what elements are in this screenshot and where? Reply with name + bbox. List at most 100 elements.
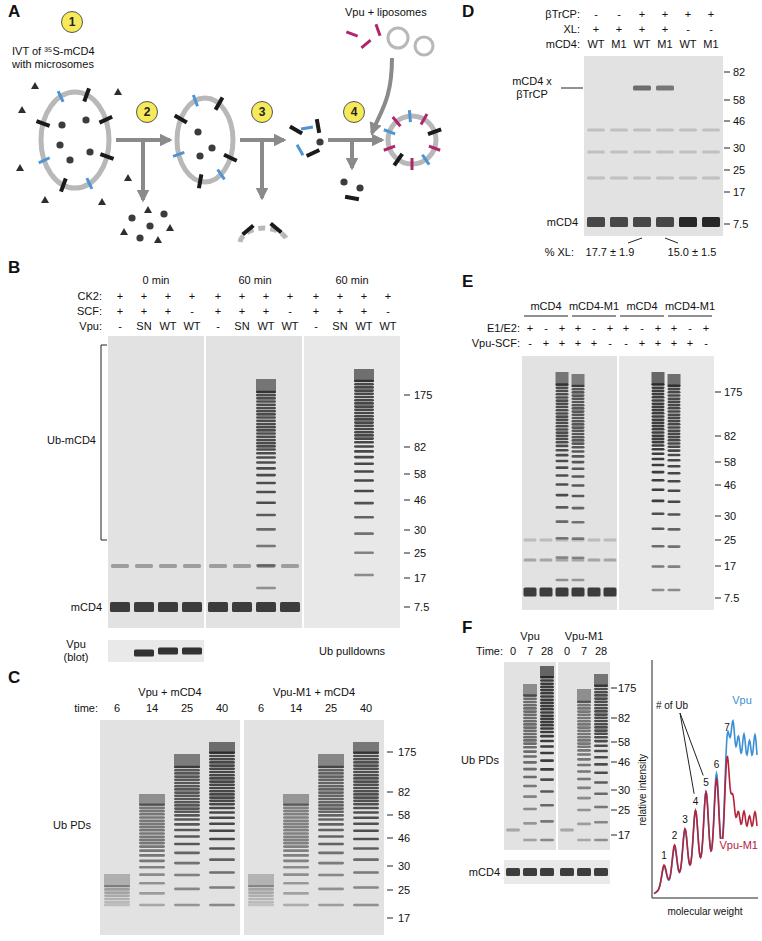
gel-band xyxy=(353,796,379,799)
gel-band xyxy=(174,779,200,782)
mw-marker: 30 xyxy=(618,784,630,797)
gel-band xyxy=(256,474,276,477)
group-header: mCD4 xyxy=(626,300,657,313)
row-label: SCF: xyxy=(77,305,102,318)
condition-value: 25 xyxy=(325,702,337,715)
gel-band xyxy=(572,442,585,445)
gel-band xyxy=(572,426,585,429)
gel-band xyxy=(523,795,537,798)
gel-band xyxy=(256,501,276,504)
gel-band xyxy=(209,783,235,786)
gel-smear xyxy=(556,372,569,385)
gel-band xyxy=(139,813,165,816)
gel-band xyxy=(283,854,309,857)
marker-tick xyxy=(387,792,393,793)
gel-band xyxy=(594,697,608,700)
condition-value: M1 xyxy=(657,38,672,51)
panel-note: Ub pulldowns xyxy=(319,645,385,658)
mw-marker: 30 xyxy=(733,142,745,155)
condition-value: WT xyxy=(587,38,604,51)
marker-tick xyxy=(715,598,721,599)
condition-value: WT xyxy=(281,320,298,333)
condition-value: + xyxy=(591,337,597,350)
mcd4-protein xyxy=(383,128,395,135)
mw-marker: 30 xyxy=(398,860,410,873)
gel-band xyxy=(134,650,154,657)
gel-band xyxy=(318,823,344,826)
mcd4-protein xyxy=(296,144,305,156)
gel-band xyxy=(652,412,665,415)
condition-value: + xyxy=(263,305,269,318)
gel-band xyxy=(679,129,697,132)
gel-band xyxy=(256,452,276,455)
gel-band xyxy=(354,409,374,412)
marker-tick xyxy=(611,790,617,791)
mw-marker: 30 xyxy=(414,524,426,537)
gel-band xyxy=(283,882,309,885)
gel-band xyxy=(523,736,537,739)
gel-band xyxy=(652,399,665,402)
condition-value: - xyxy=(594,8,598,21)
mw-marker: 25 xyxy=(398,884,410,897)
gel-band xyxy=(523,750,537,753)
leader-line xyxy=(628,238,642,243)
gel-band xyxy=(594,736,608,739)
gel-band xyxy=(354,437,374,440)
blot-background xyxy=(108,640,204,662)
condition-value: + xyxy=(117,305,123,318)
peak-number: 4 xyxy=(693,796,699,808)
gel-band xyxy=(174,818,200,821)
small-molecule xyxy=(41,196,49,203)
gel-band xyxy=(540,686,554,689)
condition-value: + xyxy=(671,337,677,350)
mw-marker: 25 xyxy=(724,534,736,547)
gel-band xyxy=(283,823,309,826)
gel-band xyxy=(209,822,235,825)
gel-band xyxy=(283,866,309,869)
gel-band xyxy=(668,480,681,483)
gel-band xyxy=(209,564,227,568)
blot-background xyxy=(504,860,610,884)
condition-value: + xyxy=(165,305,171,318)
condition-value: 14 xyxy=(290,702,302,715)
condition-value: + xyxy=(655,322,661,335)
condition-value: 40 xyxy=(360,702,372,715)
process-arrow xyxy=(328,138,382,142)
condition-value: + xyxy=(313,290,319,303)
gel-band xyxy=(353,780,379,783)
gel-band xyxy=(139,882,165,885)
marker-tick xyxy=(724,192,730,193)
gel-band xyxy=(656,86,674,91)
mcd4-protein xyxy=(173,151,185,158)
gel-band xyxy=(702,217,720,227)
gel-band xyxy=(540,778,554,781)
gel-band xyxy=(256,482,276,485)
gel-band xyxy=(540,698,554,701)
gel-band xyxy=(523,701,537,704)
gel-band xyxy=(540,714,554,717)
marker-tick xyxy=(724,72,730,73)
gel-band xyxy=(560,829,574,832)
small-molecule xyxy=(144,206,152,213)
gel-band xyxy=(587,151,605,154)
gel-band xyxy=(652,464,665,467)
gel-band xyxy=(556,438,569,441)
gel-band xyxy=(159,564,177,568)
gel-band xyxy=(353,858,379,861)
condition-value: 6 xyxy=(258,702,264,715)
gel-band xyxy=(556,390,569,393)
mw-marker: 17 xyxy=(724,560,736,573)
membrane-protein xyxy=(82,88,91,103)
step-number-circle: 2 xyxy=(136,101,158,123)
header-underline xyxy=(524,316,568,317)
mw-marker: 17 xyxy=(618,829,630,842)
gel-band xyxy=(668,513,681,516)
gel-band xyxy=(209,780,235,783)
gel-band xyxy=(556,441,569,444)
gel-band xyxy=(668,433,681,436)
plot-axis xyxy=(652,660,653,898)
marker-tick xyxy=(724,148,730,149)
gel-band xyxy=(572,507,585,510)
gel-band xyxy=(556,466,569,469)
